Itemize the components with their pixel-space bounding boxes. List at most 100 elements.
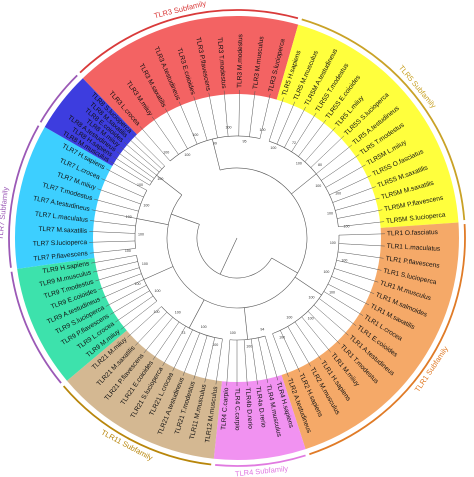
branch-tip [333,297,364,316]
branch-segment [187,329,193,341]
branch-tip [281,101,296,134]
branch-tip [316,319,341,345]
branch-tip [120,312,143,330]
branch-segment [338,251,345,254]
branch-segment [259,121,265,139]
branch-tip [101,178,133,193]
branch-segment [291,136,302,152]
subfamily-arc [62,385,212,466]
branch-segment [205,335,208,342]
branch-tip [91,209,126,217]
bootstrap-value: 100 [143,203,149,207]
branch-segment [188,299,205,329]
branch-segment [189,127,198,145]
bootstrap-value: 100 [175,311,181,315]
clade-band [15,127,113,269]
branch-tip [223,90,227,119]
branch-tip [135,316,163,346]
branch-segment [337,216,349,219]
branch-segment [331,276,338,279]
branch-segment [184,143,188,149]
branch-segment [321,176,327,181]
branch-segment [243,339,246,358]
branch-segment [336,260,355,265]
branch-tip [165,108,185,144]
branch-tip [139,126,159,148]
bootstrap-value: 94 [260,328,264,332]
clade-band [82,15,299,135]
branch-tip [131,133,153,154]
branch-tip [89,241,124,243]
branch-segment [219,338,223,357]
branch-segment [192,332,201,350]
branch-segment [142,163,157,176]
branch-tip [340,175,372,191]
branch-tip [345,271,379,283]
branch-tip [120,146,143,165]
tree-branches [89,90,385,386]
branch-tip [208,92,217,133]
branch-tip [269,353,279,381]
bootstrap-value: 100 [154,310,160,314]
branch-segment [135,273,142,276]
clade-band [66,330,222,459]
leaf-label: TLR1 L.maculatus [387,243,442,253]
branch-tip [245,357,248,386]
bootstrap-value: 100 [315,184,321,188]
bootstrap-value: 80 [318,163,322,167]
bootstrap-value: 100 [296,162,302,166]
subfamily-arc [10,271,62,384]
branch-segment [132,209,139,212]
branch-segment [316,166,326,175]
branch-tip [151,116,172,145]
branch-segment [134,175,150,186]
branch-segment [171,213,200,225]
subfamily-arc [215,454,306,467]
branch-tip [215,356,221,385]
bootstrap-value: 100 [142,262,148,266]
branch-tip [110,293,145,315]
branch-tip [127,318,149,338]
branch-segment [143,295,154,304]
branch-tip [90,220,118,225]
branch-tip [336,278,375,294]
branch-tip [101,284,133,299]
branch-segment [332,200,339,203]
leaf-label: TLR1 O.fasciatus [387,229,439,237]
branch-segment [141,187,147,191]
bootstrap-value: 100 [308,317,314,321]
branch-segment [294,276,322,296]
bootstrap-value: 100 [212,343,218,347]
bootstrap-value: 100 [157,177,163,181]
branch-tip [106,168,142,188]
branch-segment [310,154,324,168]
branch-segment [171,144,179,155]
branch-tip [251,344,258,385]
branch-segment [301,316,306,322]
branch-tip [300,112,317,137]
branch-tip [98,275,136,290]
branch-segment [335,205,353,211]
branch-tip [327,316,349,336]
branch-segment [276,132,282,145]
branch-segment [130,255,137,257]
branch-segment [323,291,335,298]
branch-tip [152,336,170,360]
bootstrap-value: 100 [327,211,333,215]
branch-segment [216,131,218,138]
branch-segment [338,225,345,227]
bootstrap-value: 100 [230,331,236,335]
branch-tip [343,292,370,306]
branch-tip [326,154,360,178]
branch-segment [334,268,346,273]
branch-tip [304,336,322,360]
clade-band [17,258,127,381]
backbone-arc [166,167,308,309]
branch-segment [287,326,295,337]
branch-tip [172,340,188,372]
branch-segment [219,237,238,275]
bootstrap-value: 100 [137,183,143,187]
bootstrap-value: 100 [226,125,232,129]
bootstrap-value: 100 [138,232,144,236]
